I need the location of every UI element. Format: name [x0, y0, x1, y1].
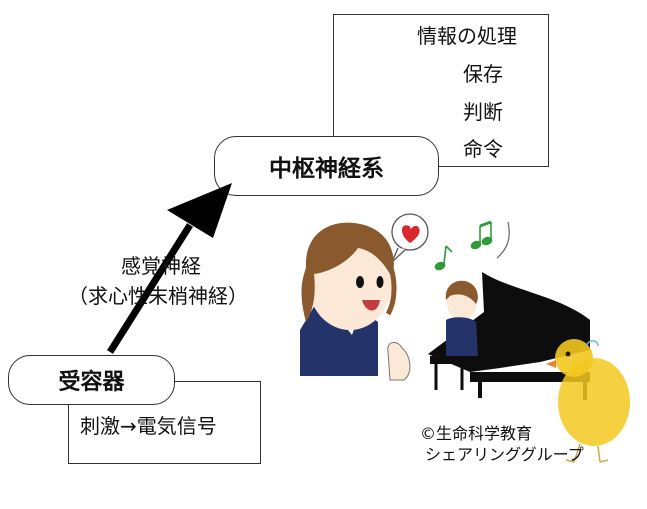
cns-label: 中枢神経系: [269, 156, 384, 182]
music-note-icon: [434, 220, 493, 271]
receptor-description: 刺激→電気信号: [80, 414, 217, 438]
chick-illustration: [546, 339, 630, 463]
receptor-node: 受容器: [8, 355, 175, 405]
receptor-label: 受容器: [58, 370, 125, 395]
heart-bubble: [391, 213, 429, 263]
cns-function-judgement: 判断: [463, 100, 503, 124]
credit-line-1: ©生命科学教育: [420, 424, 533, 443]
credit-line-2: シェアリンググループ: [425, 445, 584, 464]
nerve-sublabel: （求心性末梢神経）: [68, 284, 248, 308]
cns-function-command: 命令: [463, 137, 503, 161]
cns-function-storage: 保存: [463, 62, 503, 86]
listening-girl: [300, 222, 411, 381]
heart-icon: [401, 225, 420, 243]
cns-function-processing: 情報の処理: [417, 24, 517, 48]
cns-node: 中枢神経系: [214, 136, 439, 196]
pianist: [445, 280, 478, 356]
nerve-label: 感覚神経: [121, 254, 201, 278]
